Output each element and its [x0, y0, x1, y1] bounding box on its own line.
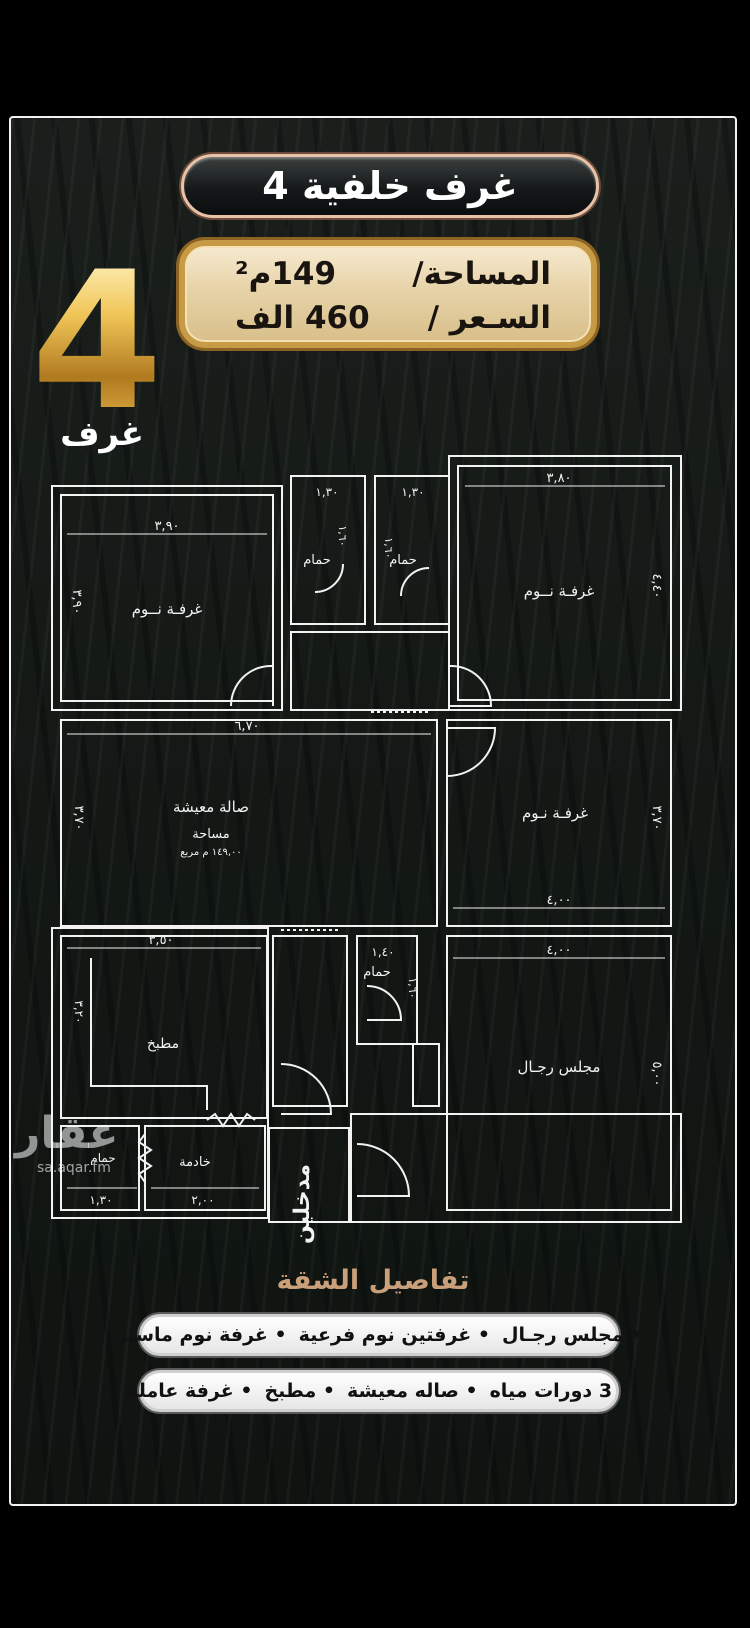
door-arc-1 — [229, 664, 274, 707]
label-living-room: صالة معيشة — [173, 798, 249, 816]
dim-bath1-height: ١,٦٠ — [336, 525, 349, 546]
big-number-four: 4 — [27, 247, 167, 437]
title-text: 4 غرف خلفية — [262, 164, 518, 208]
label-bath-3: حمام — [363, 965, 391, 980]
door-arc-4 — [400, 567, 430, 597]
label-entrance: مدخلين — [290, 1164, 315, 1244]
dim-kitchen-height: ٣,٢٠ — [72, 1000, 86, 1023]
watermark-logo: عقار — [15, 1108, 119, 1159]
features-row-1: • مجلس رجـال • غرفتين نوم فرعية • غرفة ن… — [116, 1314, 642, 1356]
bath1-wall — [290, 475, 366, 625]
corridor-wall — [290, 631, 450, 711]
dim-bath2-width: ١,٣٠ — [401, 485, 424, 499]
bottom-left-outer — [51, 927, 269, 1219]
area-row: المساحة/ 149م² — [235, 256, 551, 302]
price-area-badge: المساحة/ 149م² السـعر / 460 الف — [179, 240, 597, 348]
maid-room-wall — [144, 1125, 266, 1211]
entry-hall-wall — [350, 1113, 682, 1223]
price-value: 460 الف — [235, 300, 370, 336]
dim-top-right-width: ٣,٨٠ — [546, 471, 571, 486]
floor-plan-walls — [51, 455, 682, 1223]
dim-top-left-height: ٣,٩٠ — [69, 589, 84, 614]
dim-bath1-width: ١,٣٠ — [315, 485, 338, 499]
label-living-area: مساحة — [192, 827, 230, 842]
bedroom-top-left-wall — [51, 485, 283, 711]
dim-majlis-width: ٤,٠٠ — [546, 943, 571, 958]
majlis-wall — [446, 935, 672, 1211]
bath3-wall — [356, 935, 418, 1045]
rooms-word: غرف — [60, 414, 144, 454]
label-majlis: مجلس رجـال — [518, 1058, 601, 1076]
feature-item: • 3 دورات مياه — [489, 1380, 631, 1402]
dim-kitchen-width: ٣,٥٠ — [148, 933, 173, 948]
title-banner: 4 غرف خلفية — [181, 154, 599, 218]
bedroom-top-right-wall — [448, 455, 682, 711]
dim-maid-width: ٢,٠٠ — [191, 1193, 214, 1207]
label-bath-4: حمام — [90, 1151, 115, 1165]
feature-item: • غرفة نوم ماستر — [115, 1324, 287, 1346]
dim-mid-right-width: ٤,٠٠ — [546, 893, 571, 908]
door-arc-3 — [314, 563, 344, 593]
dim-maid-bath-width: ١,٣٠ — [89, 1193, 112, 1207]
dim-majlis-height: ٥,٠٠ — [649, 1061, 664, 1086]
label-bedroom-top-right: غرفـة نــوم — [524, 582, 595, 600]
price-row: السـعر / 460 الف — [235, 300, 551, 346]
door-arc-6 — [366, 985, 403, 1021]
bedroom-mid-right-wall — [446, 719, 672, 927]
dim-living-width: ٦,٧٠ — [234, 719, 259, 734]
label-kitchen: مطبخ — [147, 1036, 179, 1052]
label-bedroom-top-left: غرفـة نــوم — [132, 600, 203, 618]
feature-item: • مجلس رجـال — [502, 1324, 643, 1346]
dim-top-left-width: ٣,٩٠ — [154, 519, 179, 534]
label-maid-room: خادمة — [179, 1155, 211, 1170]
area-label: المساحة/ — [412, 256, 551, 292]
entry-corridor-wall — [272, 935, 348, 1107]
maid-bath-wall — [60, 1125, 140, 1211]
features-row-2: • 3 دورات مياه • صاله معيشة • مطبخ • غرف… — [127, 1370, 631, 1412]
kitchen-counter — [90, 958, 208, 1110]
dim-mid-right-height: ٣,٧٠ — [649, 805, 664, 830]
label-living-area-value: ١٤٩,٠٠ م مربع — [180, 847, 242, 858]
door-arc-8 — [356, 1143, 411, 1197]
feature-item: • مطبخ — [264, 1380, 335, 1402]
bedroom-top-left-inner — [60, 494, 274, 702]
door-arc-7 — [280, 1063, 333, 1115]
watermark-site: sa.aqar.fm — [37, 1160, 111, 1176]
door-arc-2 — [448, 664, 493, 707]
feature-item: • غرفتين نوم فرعية — [298, 1324, 490, 1346]
bedroom-top-right-inner — [457, 465, 672, 701]
label-bath-2: حمام — [389, 553, 417, 568]
price-label: السـعر / — [427, 300, 551, 336]
dim-top-right-height: ٤,٤٠ — [649, 573, 664, 598]
window-zigzag-1 — [206, 1112, 256, 1128]
area-value: 149م² — [235, 256, 337, 292]
door-arc-5 — [446, 727, 497, 777]
label-bath-1: حمام — [303, 553, 331, 568]
shaft-wall — [412, 1043, 440, 1107]
dim-living-height: ٣,٧٠ — [71, 805, 86, 830]
entrance-box — [268, 1127, 350, 1223]
living-room-wall — [60, 719, 438, 927]
label-bedroom-mid-right: غرفـة نـوم — [522, 804, 588, 822]
feature-item: • غرفة عاملة — [127, 1380, 253, 1402]
details-title: تفاصيل الشقة — [276, 1265, 470, 1296]
feature-item: • صاله معيشة — [346, 1380, 478, 1402]
dim-bath3-width: ١,٤٠ — [371, 945, 394, 959]
dim-bath2-height: ١,٦٠ — [382, 537, 395, 558]
listing-poster: 4 غرف خلفية المساحة/ 149م² السـعر / 460 … — [9, 116, 737, 1506]
window-zigzag-2 — [137, 1133, 153, 1183]
dim-bath3-height: ١,٦٠ — [406, 977, 419, 998]
floor-plan: غرفـة نــوم غرفـة نــوم غرفـة نـوم صالة … — [51, 455, 682, 1244]
dimension-lines — [67, 485, 665, 1189]
